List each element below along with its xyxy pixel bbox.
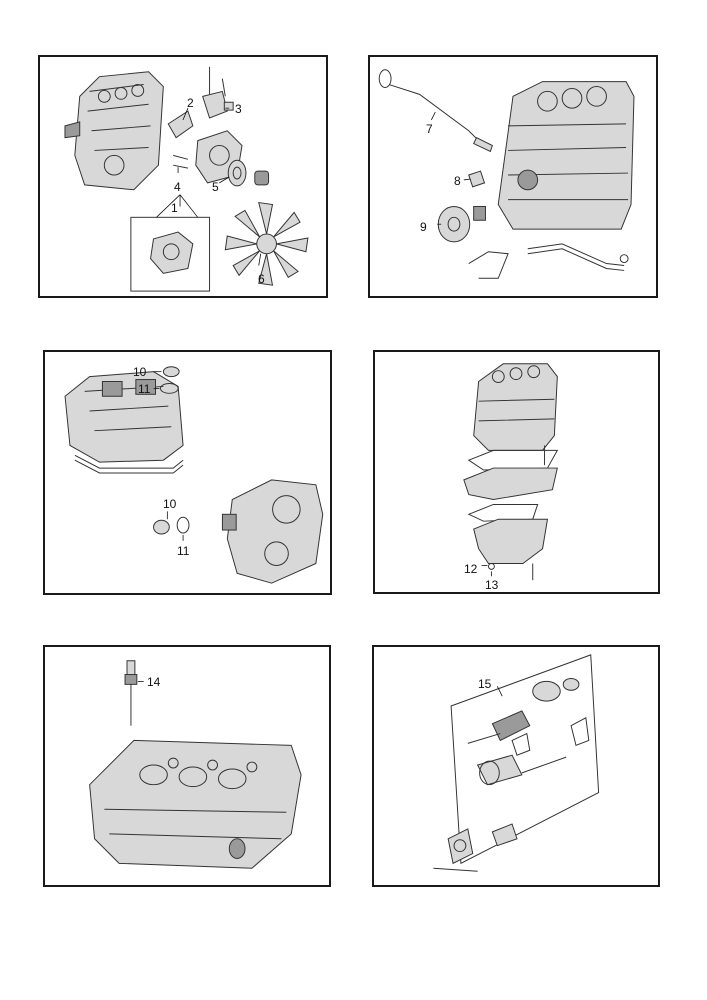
callout-10-bottom: 10 bbox=[163, 497, 177, 511]
fan-illustration bbox=[224, 201, 309, 286]
panel-valve-cover-oil-cap: 10 11 10 11 bbox=[43, 350, 332, 595]
callout-10-top: 10 bbox=[133, 365, 147, 379]
panel-oil-filter-dipstick: 7 8 9 bbox=[368, 55, 658, 298]
callout-2: 2 bbox=[187, 96, 194, 110]
panel-oil-pan: 12 13 bbox=[373, 350, 660, 594]
engine-block-illustration bbox=[64, 71, 164, 191]
callout-11-bottom: 11 bbox=[177, 544, 190, 558]
callout-14: 14 bbox=[147, 675, 161, 689]
starter-motor-diagram bbox=[433, 654, 600, 872]
panel-cylinder-head-glow-plug: 14 bbox=[43, 645, 331, 887]
water-pump-fan-diagram bbox=[64, 66, 309, 292]
callout-9: 9 bbox=[420, 220, 427, 234]
oil-filter-dipstick-diagram bbox=[378, 69, 635, 279]
panel-starter-motor: 15 bbox=[372, 645, 660, 887]
callout-13: 13 bbox=[485, 578, 499, 592]
callout-4: 4 bbox=[174, 180, 181, 194]
callout-7: 7 bbox=[426, 122, 433, 136]
callout-12: 12 bbox=[464, 562, 478, 576]
callout-11-top: 11 bbox=[138, 382, 151, 396]
valve-cover-oil-cap-diagram bbox=[64, 366, 324, 584]
callout-8: 8 bbox=[454, 174, 461, 188]
panel-water-pump-fan: 1 2 3 4 5 6 bbox=[38, 55, 328, 298]
cylinder-head-glow-plug-diagram bbox=[89, 660, 302, 869]
callout-15: 15 bbox=[478, 677, 492, 691]
oil-pan-diagram bbox=[463, 363, 559, 581]
callout-1: 1 bbox=[171, 201, 178, 215]
callout-5: 5 bbox=[212, 180, 219, 194]
callout-3: 3 bbox=[235, 102, 242, 116]
callout-6: 6 bbox=[258, 272, 265, 286]
